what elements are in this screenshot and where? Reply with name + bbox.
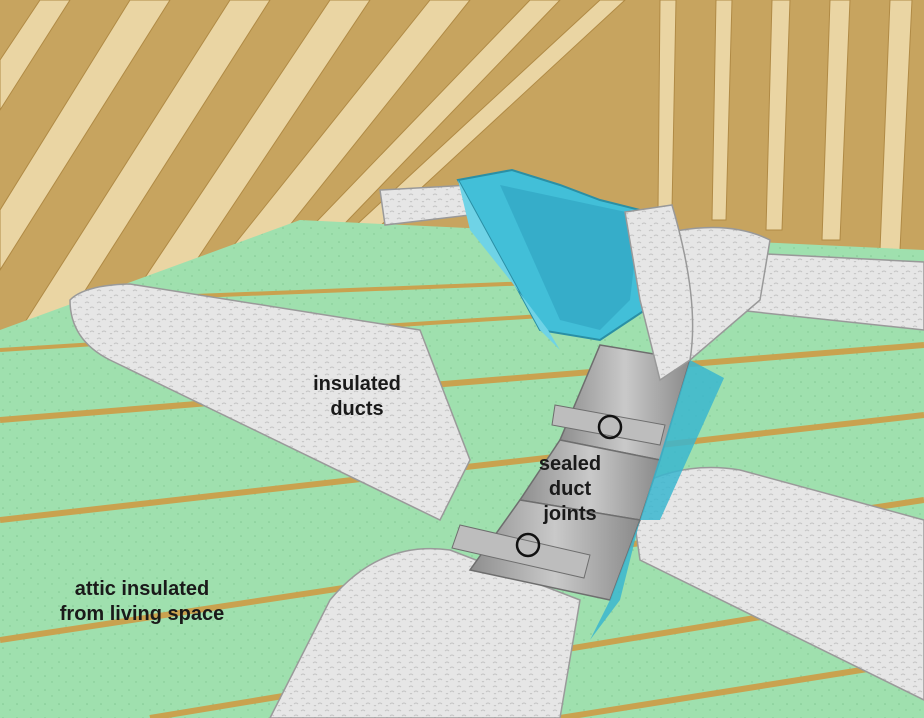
attic-insulated-label: attic insulated from living space xyxy=(22,577,262,627)
sealed-duct-joints-line-2: duct xyxy=(548,478,592,500)
joint-marker-lower xyxy=(515,532,541,558)
insulated-ducts-line-1: insulated xyxy=(313,373,401,395)
sealed-duct-joints-line-3: joints xyxy=(543,503,597,525)
metal-duct xyxy=(451,344,724,640)
attic-insulated-line-2: from living space xyxy=(59,603,225,625)
sealed-duct-joints-line-1: sealed xyxy=(538,453,602,475)
insulated-ducts-label: insulated ducts xyxy=(282,372,432,422)
attic-insulated-line-1: attic insulated xyxy=(74,578,210,600)
roof-rafters xyxy=(0,0,913,331)
insulated-duct-left xyxy=(69,283,471,521)
insulated-ducts-line-2: ducts xyxy=(330,398,384,420)
joint-marker-upper xyxy=(597,414,623,440)
duct-boot xyxy=(456,168,694,382)
insulated-duct-front xyxy=(269,547,581,718)
sealed-duct-joints-label: sealed duct joints xyxy=(510,452,630,527)
